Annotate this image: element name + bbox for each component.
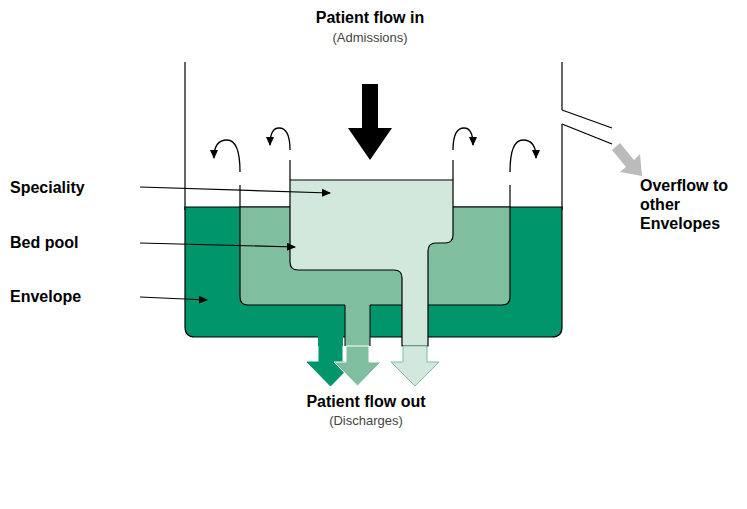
flow-subtitle: (Admissions) bbox=[332, 30, 407, 46]
speciality-wall bbox=[289, 160, 290, 180]
bed-pool-wall bbox=[509, 185, 510, 207]
leader-line bbox=[140, 297, 207, 300]
flow-subtitle: (Discharges) bbox=[329, 413, 403, 429]
inflow-arrow bbox=[348, 84, 392, 160]
flow-title: Patient flow out bbox=[306, 392, 425, 411]
bed-pool-outlet bbox=[345, 304, 370, 346]
speciality-fill bbox=[290, 180, 453, 346]
overflow-spout bbox=[562, 124, 612, 144]
overflow-curl bbox=[214, 140, 240, 172]
leader-line bbox=[140, 187, 330, 193]
envelope-outlet bbox=[318, 336, 343, 346]
part-label: Envelope bbox=[10, 287, 81, 306]
outlet-edge bbox=[345, 305, 346, 346]
overflow-spout bbox=[562, 110, 612, 128]
overflow-arrow bbox=[612, 143, 642, 176]
discharge-arrow bbox=[334, 346, 381, 386]
tank-wall bbox=[561, 124, 562, 210]
overflow-label: Overflow to other Envelopes bbox=[640, 176, 732, 234]
outlet-edge bbox=[370, 305, 371, 346]
tank-wall bbox=[184, 62, 185, 210]
flow-title: Patient flow in bbox=[316, 8, 424, 27]
discharge-arrow bbox=[391, 346, 439, 386]
bed-pool-wall bbox=[239, 185, 240, 207]
overflow-curl bbox=[510, 140, 536, 172]
part-label: Bed pool bbox=[10, 233, 78, 252]
leader-line bbox=[140, 243, 295, 247]
tank-wall bbox=[561, 62, 562, 110]
part-label: Speciality bbox=[10, 178, 85, 197]
speciality-wall bbox=[452, 160, 453, 180]
overflow-curl bbox=[270, 128, 290, 150]
overflow-curl bbox=[453, 128, 473, 150]
